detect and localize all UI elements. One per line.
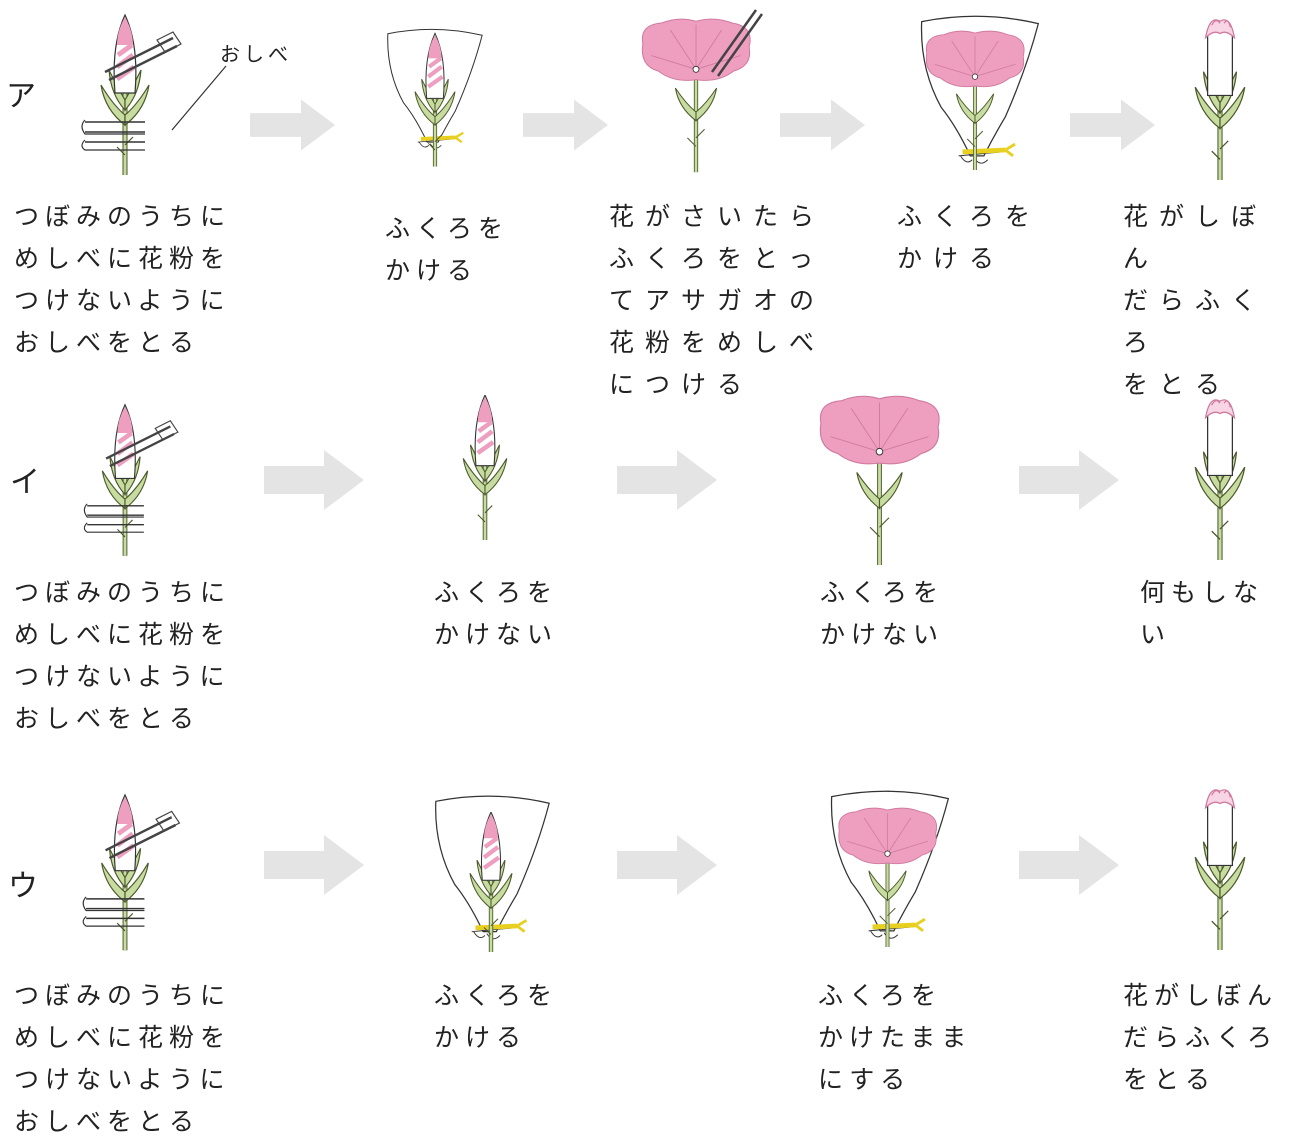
step-caption: ふくろを かけたまま にする — [818, 981, 973, 1094]
wilted-flower-illustration — [1185, 785, 1255, 950]
step-caption: 花がしぼん だらふくろ をとる — [1123, 981, 1279, 1094]
step-caption: つぼみのうちに めしべに花粉を つけないように おしべをとる — [14, 578, 232, 733]
step-caption: つぼみのうちに めしべに花粉を つけないように おしべをとる — [14, 981, 232, 1136]
step-caption: ふくろを かける — [897, 202, 1042, 273]
stamen-callout: おしべ — [220, 42, 292, 66]
step-caption: ふくろを かけない — [820, 578, 945, 649]
arrow-icon — [617, 450, 717, 510]
bagged-bud-illustration — [425, 790, 560, 960]
row-label-a: ア — [6, 79, 36, 114]
step-caption: 何もしない — [1140, 578, 1265, 649]
step-caption: 花がさいたら ふくろをとっ てアサガオの 花粉をめしべ につける — [609, 202, 826, 399]
wilted-flower-illustration — [1185, 15, 1255, 180]
arrow-icon — [1070, 99, 1155, 151]
open-flower-illustration — [812, 395, 947, 565]
wilted-flower-illustration — [1185, 395, 1255, 560]
arrow-icon — [1019, 835, 1119, 895]
bagged-bud-illustration — [380, 10, 490, 180]
callout-line — [171, 65, 227, 131]
step-caption: ふくろを かける — [434, 981, 559, 1052]
arrow-icon — [617, 835, 717, 895]
step-caption: ふくろを かけない — [434, 578, 559, 649]
bud-illustration — [455, 395, 515, 540]
step-caption: ふくろを かける — [385, 214, 510, 285]
bagged-flower-illustration — [905, 10, 1055, 185]
arrow-icon — [264, 835, 364, 895]
step-caption: 花がしぼん だらふくろ をとる — [1123, 202, 1268, 399]
arrow-icon — [1019, 450, 1119, 510]
row-label-i: イ — [10, 465, 40, 500]
bud-with-tweezers-illustration — [60, 790, 190, 965]
arrow-icon — [250, 99, 335, 151]
arrow-icon — [780, 99, 865, 151]
open-flower-pollination-illustration — [636, 9, 764, 180]
arrow-icon — [264, 450, 364, 510]
arrow-icon — [523, 99, 608, 151]
row-label-u: ウ — [8, 869, 38, 904]
bagged-flower-illustration — [815, 785, 965, 960]
bud-with-tweezers-illustration — [60, 400, 190, 570]
step-caption: つぼみのうちに めしべに花粉を つけないように おしべをとる — [14, 202, 232, 357]
